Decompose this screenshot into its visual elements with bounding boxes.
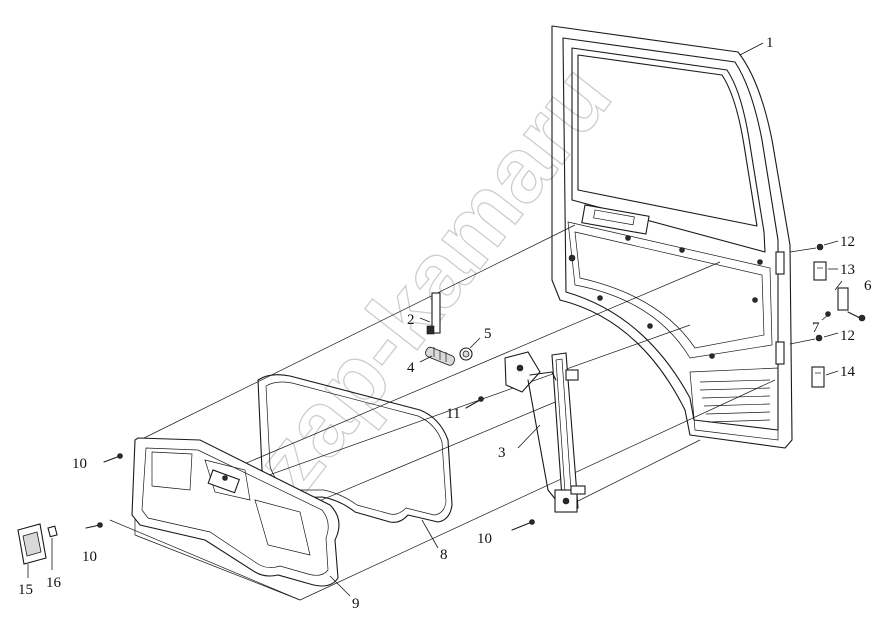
- leader-lines: [27, 42, 843, 597]
- part-16-clip: [47, 525, 58, 538]
- part-5-escutcheon: [459, 347, 473, 361]
- part-4-handle: [425, 346, 456, 366]
- callout-11: 11: [446, 406, 460, 422]
- part-9-trim-panel: [131, 437, 340, 587]
- part-2-bracket: [426, 292, 441, 335]
- callout-8: 8: [440, 547, 448, 563]
- callout-5: 5: [484, 326, 492, 342]
- callout-10-left-lower: 10: [82, 549, 97, 565]
- callout-10-right: 10: [477, 531, 492, 547]
- part-6-striker: [837, 287, 866, 322]
- part-15-switch-bezel: [17, 523, 47, 565]
- callout-3: 3: [498, 445, 506, 461]
- bolt-7: [825, 311, 831, 317]
- callout-labels: 1 2 3 4 5 6 7 8 9 10 10 10 11 12 12 13 1…: [18, 35, 872, 612]
- part-3-window-regulator: [504, 351, 586, 513]
- bolts-12: [789, 243, 824, 345]
- part-14-check: [811, 366, 825, 388]
- callout-2: 2: [407, 312, 415, 328]
- callout-14: 14: [840, 364, 856, 380]
- callout-16: 16: [46, 575, 62, 591]
- callout-13: 13: [840, 262, 855, 278]
- callout-10-left-upper: 10: [72, 456, 87, 472]
- callout-7: 7: [812, 320, 820, 336]
- callout-15: 15: [18, 582, 33, 598]
- bolt-11: [465, 396, 484, 409]
- callout-12-upper: 12: [840, 234, 855, 250]
- callout-12-lower: 12: [840, 328, 855, 344]
- callout-6: 6: [864, 278, 872, 294]
- door-vent-grille: [689, 367, 779, 441]
- part-13-check: [813, 261, 827, 281]
- callout-4: 4: [407, 360, 415, 376]
- bolts-10: [85, 453, 535, 531]
- callout-1: 1: [766, 35, 774, 51]
- callout-9: 9: [352, 596, 360, 612]
- door-assembly: [551, 25, 793, 449]
